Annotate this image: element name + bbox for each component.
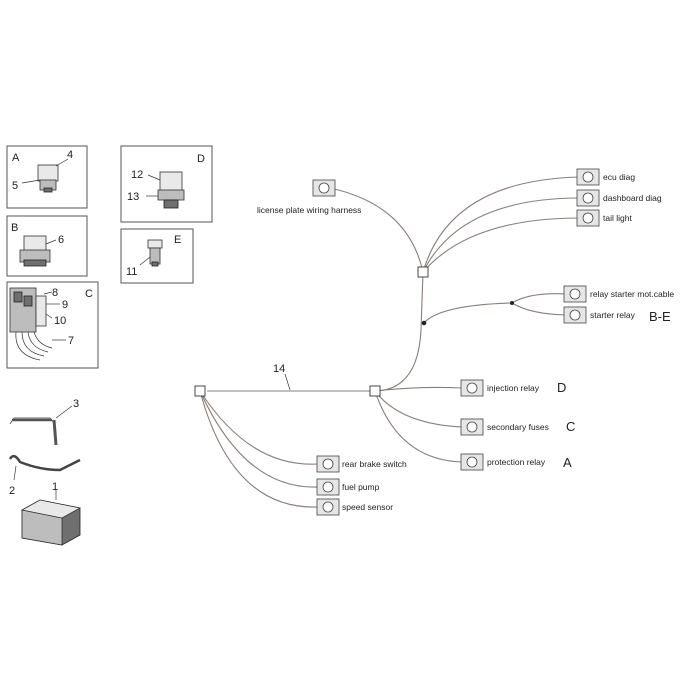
label-detail-boxes-B-letter: B — [11, 222, 18, 234]
label-detail-boxes-B-parts-0: 6 — [58, 234, 64, 246]
label-connectors-injection-relay-ref: D — [557, 380, 566, 395]
splice-dot-starter — [510, 301, 514, 305]
label-connectors-injection-relay: injection relay — [487, 383, 540, 393]
detail-box-a: A 4 5 — [6, 145, 88, 209]
relay-d-icon — [157, 171, 185, 209]
label-connectors-speed-sensor: speed sensor — [342, 502, 393, 512]
label-detail-boxes-C-parts-3: 7 — [68, 335, 74, 347]
label-connectors-dashboard-diag: dashboard diag — [603, 193, 662, 203]
detail-box-c: C 8 9 10 7 — [6, 281, 99, 369]
label-loose-parts-1: 2 — [9, 485, 15, 497]
label-detail-boxes-C-parts-0: 8 — [52, 287, 58, 299]
connector-ecu-diag: ecu diag — [576, 168, 635, 186]
connector-protection-relay: protection relay A — [460, 453, 572, 471]
harness-number: 14 — [273, 363, 285, 375]
upper-junction-node — [417, 266, 429, 278]
part-3-cable: 3 — [9, 398, 79, 446]
label-detail-boxes-D-parts-1: 13 — [127, 191, 139, 203]
label-detail-boxes-D-parts-0: 12 — [131, 169, 143, 181]
label-detail-boxes-E-letter: E — [174, 234, 181, 246]
detail-box-e: E 11 — [120, 228, 194, 284]
fuse-box-c-icon — [9, 287, 53, 361]
fuse-e-icon — [147, 239, 163, 267]
label-detail-boxes-C-parts-1: 9 — [62, 299, 68, 311]
label-connectors-starter-relay: starter relay — [590, 310, 636, 320]
label-detail-boxes-A-letter: A — [12, 152, 20, 164]
relay-a-icon — [37, 164, 59, 193]
label-connectors-fuel-pump: fuel pump — [342, 482, 380, 492]
connector-starter-relay: starter relay B-E — [563, 306, 671, 324]
label-connectors-license-plate: license plate wiring harness — [257, 205, 361, 215]
label-connectors-tail-light: tail light — [603, 213, 632, 223]
label-detail-boxes-C-parts-2: 10 — [54, 315, 66, 327]
detail-box-d: D 12 13 — [120, 145, 213, 223]
left-junction-node — [194, 385, 206, 397]
label-connectors-secondary-fuses: secondary fuses — [487, 422, 549, 432]
label-loose-parts-0: 3 — [73, 398, 79, 410]
label-connectors-protection-relay: protection relay — [487, 457, 546, 467]
middle-junction-node — [369, 385, 381, 397]
label-connectors-starter-relay-ref: B-E — [649, 309, 671, 324]
label-loose-parts-2: 1 — [52, 481, 58, 493]
connector-secondary-fuses: secondary fuses C — [460, 418, 575, 436]
label-connectors-secondary-fuses-ref: C — [566, 419, 575, 434]
connector-injection-relay: injection relay D — [460, 379, 566, 397]
connector-fuel-pump: fuel pump — [316, 478, 380, 496]
part-2-cable: 2 — [8, 454, 81, 497]
connector-dashboard-diag: dashboard diag — [576, 189, 662, 207]
trunk-wire-up — [374, 271, 424, 392]
connector-speed-sensor: speed sensor — [316, 498, 393, 516]
connector-tail-light: tail light — [576, 209, 632, 227]
label-connectors-rear-brake-switch: rear brake switch — [342, 459, 407, 469]
connector-relay-starter-mot: relay starter mot.cable — [563, 285, 674, 303]
label-detail-boxes-A-parts-0: 4 — [67, 149, 73, 161]
part-1-control-unit: 1 — [20, 481, 82, 546]
label-detail-boxes-D-letter: D — [197, 153, 205, 165]
detail-box-b: B 6 — [6, 215, 88, 277]
connector-rear-brake-switch: rear brake switch — [316, 455, 407, 473]
connector-license-plate: license plate wiring harness — [257, 179, 361, 215]
wires — [199, 176, 581, 508]
relay-b-icon — [19, 235, 51, 267]
label-connectors-relay-starter-mot: relay starter mot.cable — [590, 289, 674, 299]
label-detail-boxes-A-parts-1: 5 — [12, 180, 18, 192]
label-detail-boxes-E-parts-0: 11 — [126, 266, 137, 278]
label-detail-boxes-C-letter: C — [85, 288, 93, 300]
label-connectors-protection-relay-ref: A — [563, 455, 572, 470]
splice-dot — [421, 320, 427, 326]
label-connectors-ecu-diag: ecu diag — [603, 172, 635, 182]
